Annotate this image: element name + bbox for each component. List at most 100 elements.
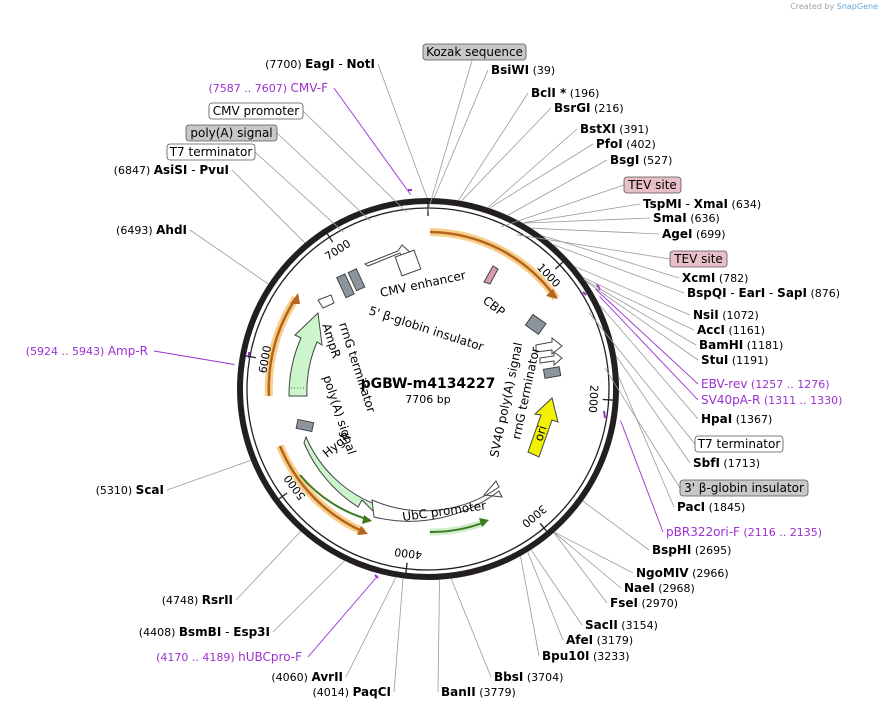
site-leader-line	[458, 92, 529, 201]
site-leader-line	[377, 63, 428, 199]
tick-mark	[602, 398, 613, 401]
feature-cmv-enhancer: CMV enhancer	[379, 268, 467, 300]
site-leader-line	[450, 578, 492, 678]
site-leader-line	[552, 244, 685, 294]
restriction-site-label: BamHI (1181)	[699, 338, 783, 352]
feature-box-label: 3' β-globin insulator	[679, 479, 809, 497]
site-leader-line	[393, 578, 404, 693]
ampr-arrow	[288, 311, 323, 397]
feature-box-label: CMV promoter	[208, 102, 304, 120]
primer-leader-line	[307, 576, 377, 658]
cbp-feature	[483, 265, 499, 285]
tick-label: 4000	[394, 545, 423, 561]
site-leader-line	[585, 280, 699, 361]
site-leader-line	[489, 143, 594, 209]
site-leader-line	[520, 556, 540, 657]
site-leader-line	[507, 159, 608, 216]
feature-box-text: TEV site	[673, 252, 723, 266]
snapgene-logo: SnapGene	[836, 2, 878, 11]
gray-boxes	[295, 268, 562, 433]
site-leader-line	[433, 69, 489, 199]
restriction-site-label: BsrGI (216)	[554, 101, 624, 115]
restriction-site-label: XcmI (782)	[682, 271, 748, 285]
restriction-site-label: Bpu10I (3233)	[542, 649, 630, 663]
primer-leader-line	[620, 420, 664, 533]
restriction-site-label: (4060) AvrII	[271, 670, 343, 684]
box-leader-line	[427, 51, 475, 212]
restriction-site-label: StuI (1191)	[701, 353, 768, 367]
restriction-site-label: BbsI (3704)	[494, 670, 563, 684]
feature-box-label: T7 terminator	[166, 143, 256, 161]
feature-box-label: T7 terminator	[694, 435, 784, 453]
restriction-site-label: (4408) BsmBI - Esp3I	[139, 625, 270, 639]
feature-box-label: TEV site	[669, 250, 728, 268]
site-leader-line	[522, 217, 651, 224]
orf-arcs	[264, 228, 560, 536]
box-leader-line	[302, 110, 408, 213]
box-leader-line	[276, 132, 371, 221]
box-leader-line	[588, 312, 696, 445]
leader-lines	[153, 51, 699, 693]
site-leader-line	[527, 551, 564, 641]
restriction-site-label: NsiI (1072)	[693, 308, 759, 322]
site-leader-line	[272, 560, 345, 633]
site-leader-line	[574, 266, 691, 316]
restriction-site-label: AfeI (3179)	[566, 633, 633, 647]
tick-mark	[405, 562, 408, 573]
site-leader-line	[618, 376, 675, 508]
site-leader-line	[231, 169, 306, 244]
site-labels: BsiWI (39)BclI * (196)BsrGI (216)BstXI (…	[26, 57, 843, 699]
primer-label: (4170 .. 4189) hUBCpro-F	[156, 650, 302, 664]
feature-box-label: poly(A) signal	[185, 124, 278, 142]
tick-mark	[539, 522, 548, 532]
site-leader-line	[166, 459, 251, 491]
small-white-arrow	[317, 294, 335, 309]
box-leader-line	[604, 367, 681, 489]
feature-box-label: TEV site	[623, 176, 682, 194]
restriction-site-label: TspMI - XmaI (634)	[643, 197, 761, 211]
feature-box-text: 3' β-globin insulator	[684, 481, 804, 495]
restriction-site-label: BanII (3779)	[441, 685, 516, 699]
site-leader-line	[599, 304, 699, 420]
restriction-site-label: PfoI (402)	[596, 137, 656, 151]
site-leader-line	[582, 500, 650, 551]
site-leader-line	[553, 532, 608, 604]
restriction-site-label: BspHI (2695)	[652, 543, 731, 557]
box-leader-line	[516, 234, 671, 260]
primer-label: (5924 .. 5943) Amp-R	[26, 344, 148, 358]
feature-ubc-promoter: UbC promoter	[401, 498, 486, 524]
site-leader-line	[615, 355, 691, 464]
feature-box-text: CMV promoter	[213, 104, 300, 118]
primer-label: EBV-rev (1257 .. 1276)	[701, 377, 830, 391]
feature-box-label: Kozak sequence	[422, 43, 527, 61]
plasmid-length: 7706 bp	[405, 393, 450, 406]
restriction-site-label: BsiWI (39)	[491, 63, 555, 77]
restriction-site-label: AccI (1161)	[697, 323, 765, 337]
feature-box-text: Kozak sequence	[426, 45, 523, 59]
site-leader-line	[582, 277, 695, 331]
restriction-site-label: (6847) AsiSI - PvuI	[114, 163, 229, 177]
restriction-site-label: (6493) AhdI	[116, 223, 187, 237]
site-leader-line	[345, 577, 397, 678]
site-leader-line	[554, 531, 634, 574]
restriction-site-label: (4014) PaqCI	[312, 685, 391, 699]
tick-label: 6000	[256, 344, 274, 374]
ori-arrow	[527, 397, 559, 458]
restriction-site-label: SbfI (1713)	[693, 456, 760, 470]
site-leader-line	[522, 203, 641, 224]
restriction-site-label: HpaI (1367)	[701, 412, 772, 426]
feature-box-text: poly(A) signal	[190, 126, 272, 140]
restriction-site-label: PacI (1845)	[677, 500, 745, 514]
feature-box-text: TEV site	[627, 178, 677, 192]
tick-mark	[326, 233, 334, 243]
feature-box-text: T7 terminator	[697, 437, 781, 451]
feature-ori: ori	[532, 424, 550, 443]
restriction-site-label: SacII (3154)	[585, 618, 658, 632]
tick-label: 3000	[519, 502, 549, 530]
ubc-promoter-arrow	[371, 480, 503, 522]
site-leader-line	[487, 128, 578, 208]
restriction-site-label: FseI (2970)	[610, 596, 678, 610]
tick-label: 2000	[586, 385, 601, 414]
tick-label: 7000	[323, 237, 354, 263]
